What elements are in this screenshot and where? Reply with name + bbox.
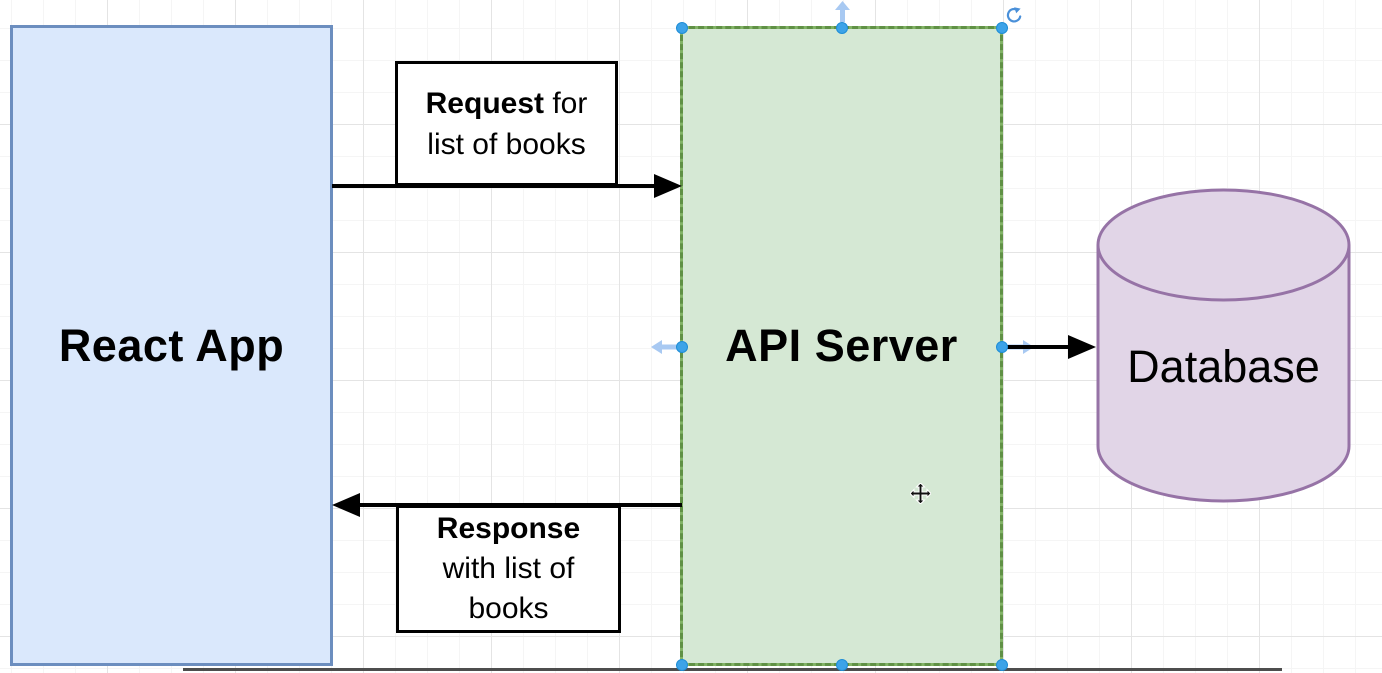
request-label-line2: list of books [427,127,586,161]
rotate-icon[interactable] [1003,6,1023,26]
direction-arrow-up-icon[interactable] [833,0,852,22]
response-label-line3: books [468,592,549,625]
request-line [332,184,654,188]
edge-label-response[interactable]: Response with list of books [396,505,621,633]
direction-arrow-left-icon[interactable] [650,338,677,356]
response-label-line2: with list of [442,552,575,585]
edge-label-request[interactable]: Request for list of books [395,61,618,186]
response-label-line1: Response [436,512,581,545]
window-edge-line [183,668,1282,671]
node-database[interactable] [1095,188,1352,503]
database-label: Database [1127,341,1320,392]
resize-handle-sw[interactable] [676,659,688,671]
move-cursor-icon [910,483,931,504]
resize-handle-ne[interactable] [996,22,1008,34]
api-database-arrowhead [1068,335,1096,359]
api-database-line [1002,345,1070,349]
react-app-label: React App [58,319,285,371]
node-api-server[interactable]: API Server [680,26,1003,666]
resize-handle-e[interactable] [996,341,1008,353]
resize-handle-w[interactable] [676,341,688,353]
cylinder-top [1096,188,1351,302]
response-arrowhead [332,493,360,517]
request-arrowhead [654,174,682,198]
resize-handle-n[interactable] [836,22,848,34]
resize-handle-s[interactable] [836,659,848,671]
resize-handle-se[interactable] [996,659,1008,671]
request-label-line1: Request for [425,86,588,120]
api-server-label: API Server [725,320,958,371]
node-react-app[interactable]: React App [10,25,333,666]
resize-handle-nw[interactable] [676,22,688,34]
